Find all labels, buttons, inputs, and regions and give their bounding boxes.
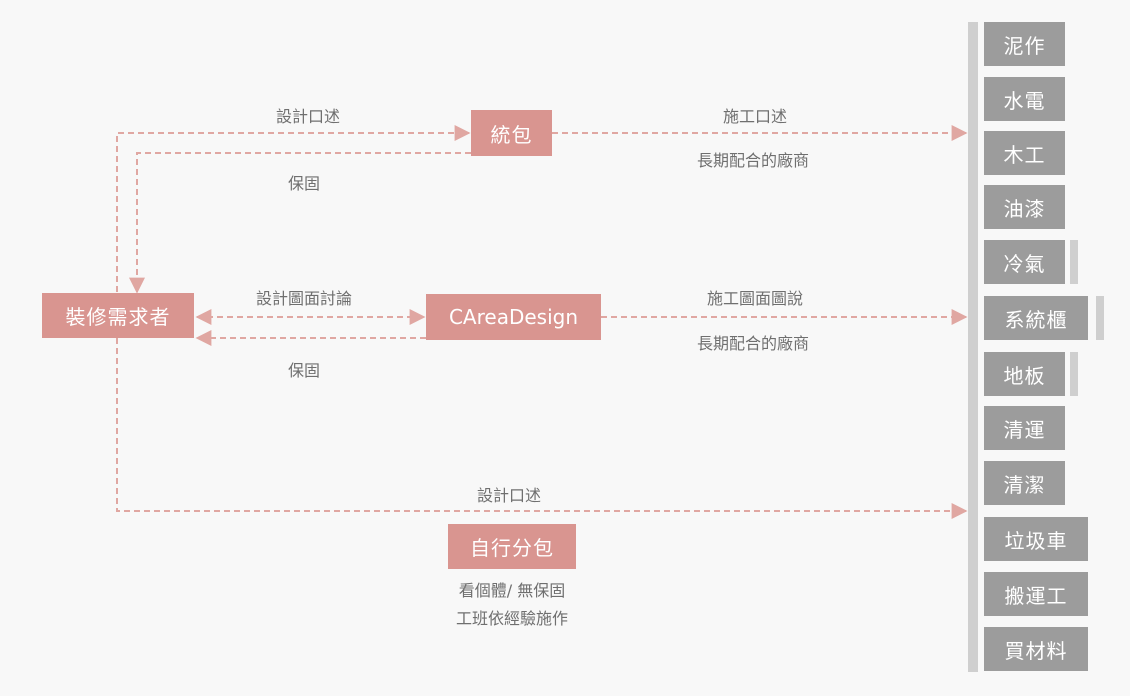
- label-client-to-contractor: 設計口述: [276, 107, 341, 126]
- edge-client-to-contractor: [116, 125, 471, 292]
- trade-tick-ac: [1070, 240, 1078, 284]
- label-contractor-warranty: 保固: [288, 174, 321, 193]
- trade-flooring: 地板: [984, 352, 1065, 396]
- trade-system-cabinets: 系統櫃: [984, 296, 1088, 340]
- self-subcontract-node: 自行分包: [448, 524, 576, 569]
- client-node: 裝修需求者: [42, 293, 194, 338]
- trade-carpentry: 木工: [984, 131, 1065, 175]
- trades-bar: [968, 22, 978, 672]
- trade-air-conditioning: 冷氣: [984, 240, 1065, 284]
- label-carea-warranty: 保固: [288, 361, 321, 380]
- trade-tick-cabinets: [1096, 296, 1104, 340]
- trade-tick-flooring: [1070, 352, 1078, 396]
- trade-painting: 油漆: [984, 185, 1065, 229]
- trade-plumbing-electrical: 水電: [984, 77, 1065, 121]
- carea-design-node: CAreaDesign: [426, 294, 601, 340]
- trade-masonry: 泥作: [984, 22, 1065, 66]
- label-carea-to-trades: 施工圖面圖說: [707, 289, 804, 308]
- trade-movers: 搬運工: [984, 572, 1088, 616]
- self-note-line1: 看個體/ 無保固: [458, 581, 566, 600]
- self-subcontract-note: 看個體/ 無保固 工班依經驗施作: [430, 577, 594, 633]
- label-contractor-to-trades: 施工口述: [723, 107, 788, 126]
- edge-contractor-to-client: [129, 152, 471, 294]
- trade-debris-removal: 清運: [984, 406, 1065, 450]
- label-carea-partners: 長期配合的廠商: [697, 334, 810, 353]
- trade-buy-materials: 買材料: [984, 627, 1088, 671]
- label-contractor-partners: 長期配合的廠商: [697, 151, 810, 170]
- label-client-to-trades: 設計口述: [477, 486, 542, 505]
- trade-garbage-truck: 垃圾車: [984, 517, 1088, 561]
- trade-cleaning: 清潔: [984, 461, 1065, 505]
- self-note-line2: 工班依經驗施作: [455, 609, 568, 628]
- edge-client-to-trades: [116, 338, 968, 519]
- contractor-node: 統包: [471, 110, 552, 156]
- label-client-to-carea: 設計圖面討論: [256, 289, 353, 308]
